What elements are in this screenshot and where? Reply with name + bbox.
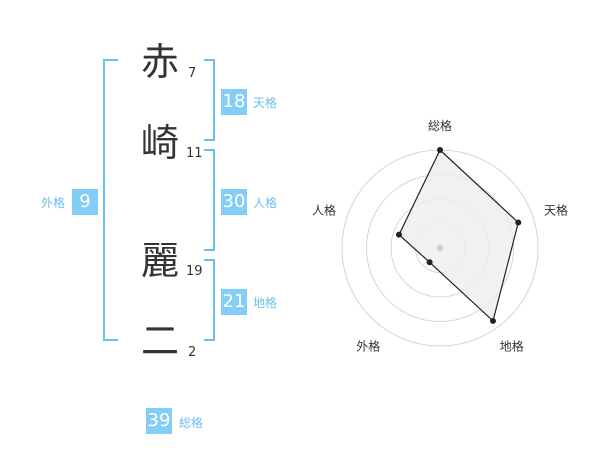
- tenkaku-label: 天格: [253, 96, 278, 110]
- chikaku-bracket: [204, 259, 215, 341]
- name-char-3: 麗: [140, 239, 179, 283]
- chikaku-value-badge: 21: [221, 289, 247, 315]
- stroke-count-1: 7: [188, 66, 197, 81]
- gaikaku-label: 外格: [41, 196, 66, 210]
- stroke-count-3: 19: [186, 264, 203, 279]
- gaikaku-value-badge: 9: [72, 189, 98, 215]
- gaikaku-bracket: [103, 59, 118, 341]
- name-char-4: 二: [140, 319, 179, 363]
- jinkaku-value-badge: 30: [221, 189, 247, 215]
- soukaku-value-badge: 39: [146, 408, 172, 434]
- radar-point-天格: [515, 219, 522, 226]
- radar-point-外格: [426, 259, 433, 266]
- radar-points: [395, 147, 522, 324]
- radar-axis-label-人格: 人格: [312, 202, 336, 217]
- radar-axis-label-外格: 外格: [356, 339, 380, 354]
- radar-point-人格: [395, 231, 402, 238]
- name-char-1: 赤: [140, 40, 179, 84]
- tenkaku-value-badge: 18: [221, 89, 247, 115]
- radar-area: [398, 149, 519, 323]
- tenkaku-bracket: [204, 59, 215, 141]
- radar-point-地格: [489, 317, 496, 324]
- radar-axis-label-地格: 地格: [500, 339, 524, 354]
- stroke-count-4: 2: [188, 345, 197, 360]
- radar-axis-label-天格: 天格: [544, 202, 568, 217]
- jinkaku-label: 人格: [253, 196, 278, 210]
- radar-axis-label-総格: 総格: [428, 118, 452, 133]
- radar-center-dot: [437, 245, 443, 251]
- radar-point-総格: [437, 147, 443, 153]
- stroke-count-2: 11: [186, 146, 203, 161]
- soukaku-label: 総格: [179, 416, 204, 430]
- jinkaku-bracket: [204, 149, 215, 251]
- name-char-2: 崎: [140, 121, 179, 165]
- chikaku-label: 地格: [253, 296, 278, 310]
